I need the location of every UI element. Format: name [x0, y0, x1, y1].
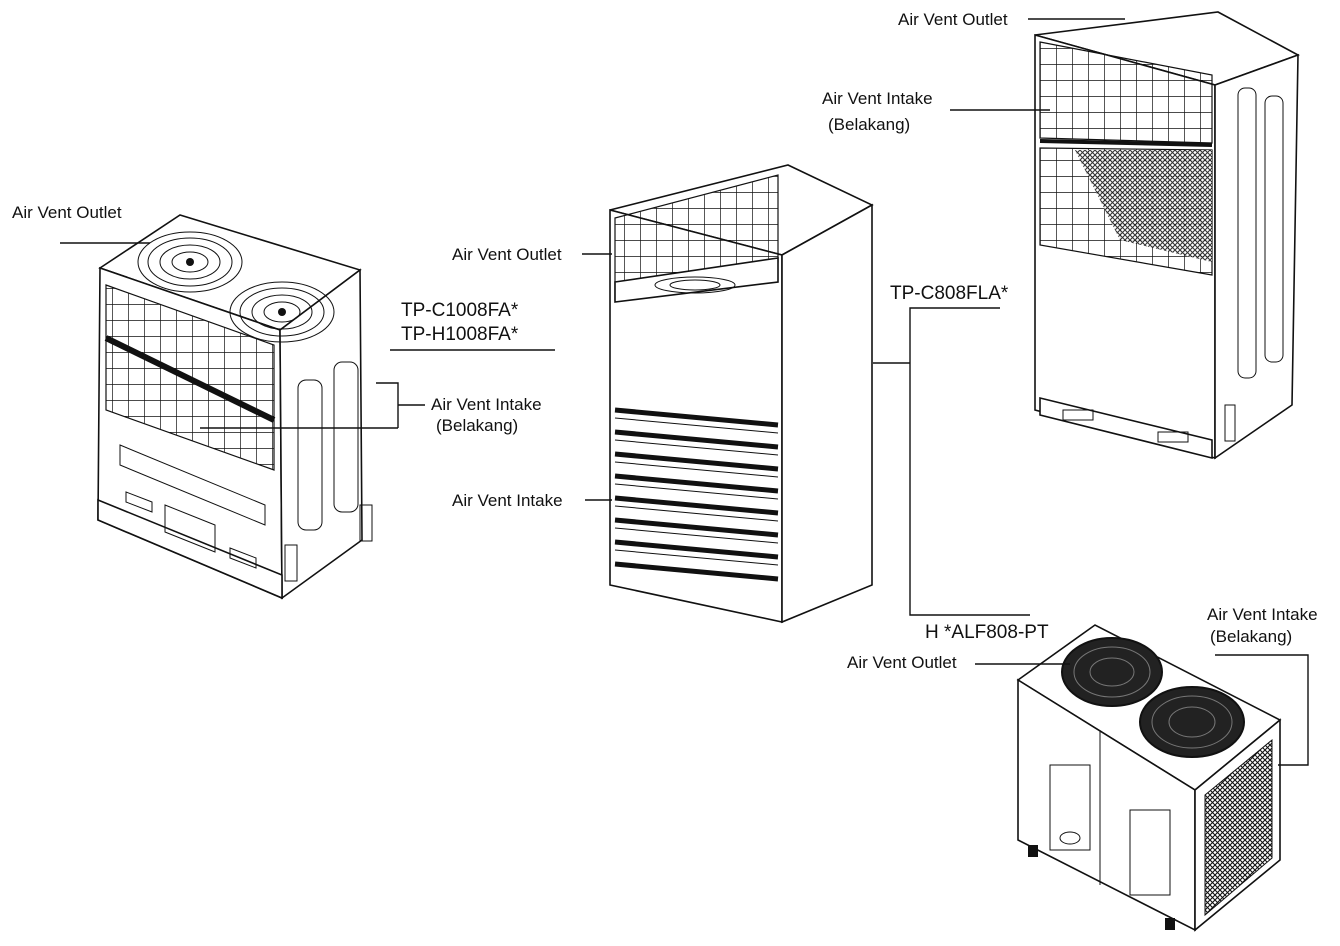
- bottom-right-intake-label: Air Vent Intake: [1207, 605, 1318, 624]
- left-outlet-label: Air Vent Outlet: [12, 203, 122, 222]
- top-right-model-label: TP-C808FLA*: [890, 283, 1009, 304]
- bottom-right-model-label: H *ALF808-PT: [925, 622, 1049, 643]
- bottom-right-outlet-label: Air Vent Outlet: [847, 653, 957, 672]
- top-right-intake-label: Air Vent Intake: [822, 89, 933, 108]
- left-fan-2-icon: [229, 281, 335, 343]
- left-outdoor-unit: [97, 214, 373, 600]
- bottom-right-unit-callouts: [975, 654, 1309, 766]
- left-fan-1-icon: [137, 231, 243, 293]
- top-right-unit-callouts: [950, 18, 1125, 111]
- bottom-right-fan-1-icon: [1061, 637, 1163, 707]
- left-model-label-1: TP-C1008FA*: [401, 300, 519, 321]
- left-intake-sub-label: (Belakang): [436, 416, 518, 435]
- center-intake-label: Air Vent Intake: [452, 491, 563, 510]
- model-connector-bracket: [873, 307, 1030, 616]
- center-indoor-unit: [609, 164, 874, 624]
- left-model-label-2: TP-H1008FA*: [401, 324, 519, 345]
- top-right-intake-sub-label: (Belakang): [828, 115, 910, 134]
- center-outlet-label: Air Vent Outlet: [452, 245, 562, 264]
- center-unit-callouts: [582, 253, 612, 501]
- left-unit-callouts: [60, 242, 555, 429]
- bottom-right-intake-sub-label: (Belakang): [1210, 627, 1292, 646]
- top-right-outlet-label: Air Vent Outlet: [898, 10, 1008, 29]
- bottom-right-fan-2-icon: [1139, 686, 1245, 758]
- bottom-right-outdoor-unit: [1016, 624, 1282, 932]
- top-right-outdoor-unit: [1034, 11, 1300, 460]
- left-intake-label: Air Vent Intake: [431, 395, 542, 414]
